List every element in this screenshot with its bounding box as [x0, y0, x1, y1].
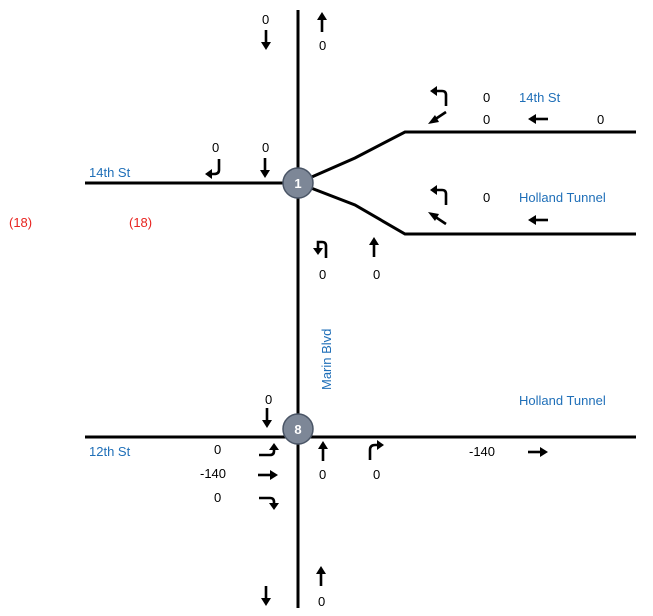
- street-label-holland-lower: Holland Tunnel: [519, 393, 606, 408]
- arrow-diagonal-icon: [426, 210, 448, 226]
- arrow-up-icon: [315, 10, 329, 34]
- street-label-14th-west: 14th St: [89, 165, 131, 180]
- volume-top-south: 0: [262, 12, 269, 27]
- node-marker: [282, 413, 314, 445]
- volume-e14-left: 0: [483, 90, 490, 105]
- street-label-12th: 12th St: [89, 444, 131, 459]
- arrow-up-icon: [316, 439, 330, 463]
- volume-n8-eb-left: 0: [214, 442, 221, 457]
- red-value-right: (18): [129, 215, 152, 230]
- arrow-turn-icon: [257, 441, 281, 457]
- volume-n1-nb-left: 0: [319, 267, 326, 282]
- arrow-right-icon: [526, 445, 550, 459]
- volume-n8-nb-thru: 0: [319, 467, 326, 482]
- arrow-right-icon: [256, 468, 280, 482]
- arrow-turn-icon: [428, 84, 448, 108]
- node-1-label: 1: [294, 176, 301, 191]
- arrow-down-icon: [258, 156, 272, 180]
- volume-n8-sb-thru: 0: [265, 392, 272, 407]
- red-value-left: (18): [9, 215, 32, 230]
- arrow-up-icon: [367, 235, 381, 259]
- arrow-up-icon: [314, 564, 328, 588]
- arrow-down-icon: [259, 28, 273, 52]
- volume-n1-nb-thru: 0: [373, 267, 380, 282]
- arrow-left-icon: [526, 213, 550, 227]
- volume-e14-thru: 0: [483, 112, 490, 127]
- street-label-14th-east: 14th St: [519, 90, 561, 105]
- arrow-turn-icon: [203, 157, 221, 181]
- street-label-marin: Marin Blvd: [319, 329, 334, 390]
- volume-top-north: 0: [319, 38, 326, 53]
- volume-east-eb: -140: [469, 444, 495, 459]
- 14th-st-east-connector: [297, 130, 636, 185]
- node-marker: [282, 167, 314, 199]
- arrow-turn-icon: [368, 438, 386, 462]
- arrow-turn-icon: [428, 183, 448, 207]
- volume-e14-far: 0: [597, 112, 604, 127]
- holland-tunnel-upper-connector: [297, 181, 636, 236]
- arrow-turn-icon: [257, 496, 281, 512]
- volume-n8-eb-thru: -140: [200, 466, 226, 481]
- volume-n1-sb-thru: 0: [262, 140, 269, 155]
- volume-n8-nb-right: 0: [373, 467, 380, 482]
- street-label-holland-upper: Holland Tunnel: [519, 190, 606, 205]
- arrow-left-icon: [526, 112, 550, 126]
- arrow-turn-icon: [311, 240, 328, 260]
- volume-n1-sb-right: 0: [212, 140, 219, 155]
- roads: [85, 10, 636, 608]
- arrow-down-icon: [260, 406, 274, 430]
- arrow-diagonal-icon: [426, 110, 448, 126]
- node-8[interactable]: 8: [282, 413, 314, 445]
- node-1[interactable]: 1: [282, 167, 314, 199]
- volume-n8-eb-right: 0: [214, 490, 221, 505]
- volume-bottom-north: 0: [318, 594, 325, 609]
- volume-ht-left: 0: [483, 190, 490, 205]
- arrow-down-icon: [259, 584, 273, 608]
- node-8-label: 8: [294, 422, 301, 437]
